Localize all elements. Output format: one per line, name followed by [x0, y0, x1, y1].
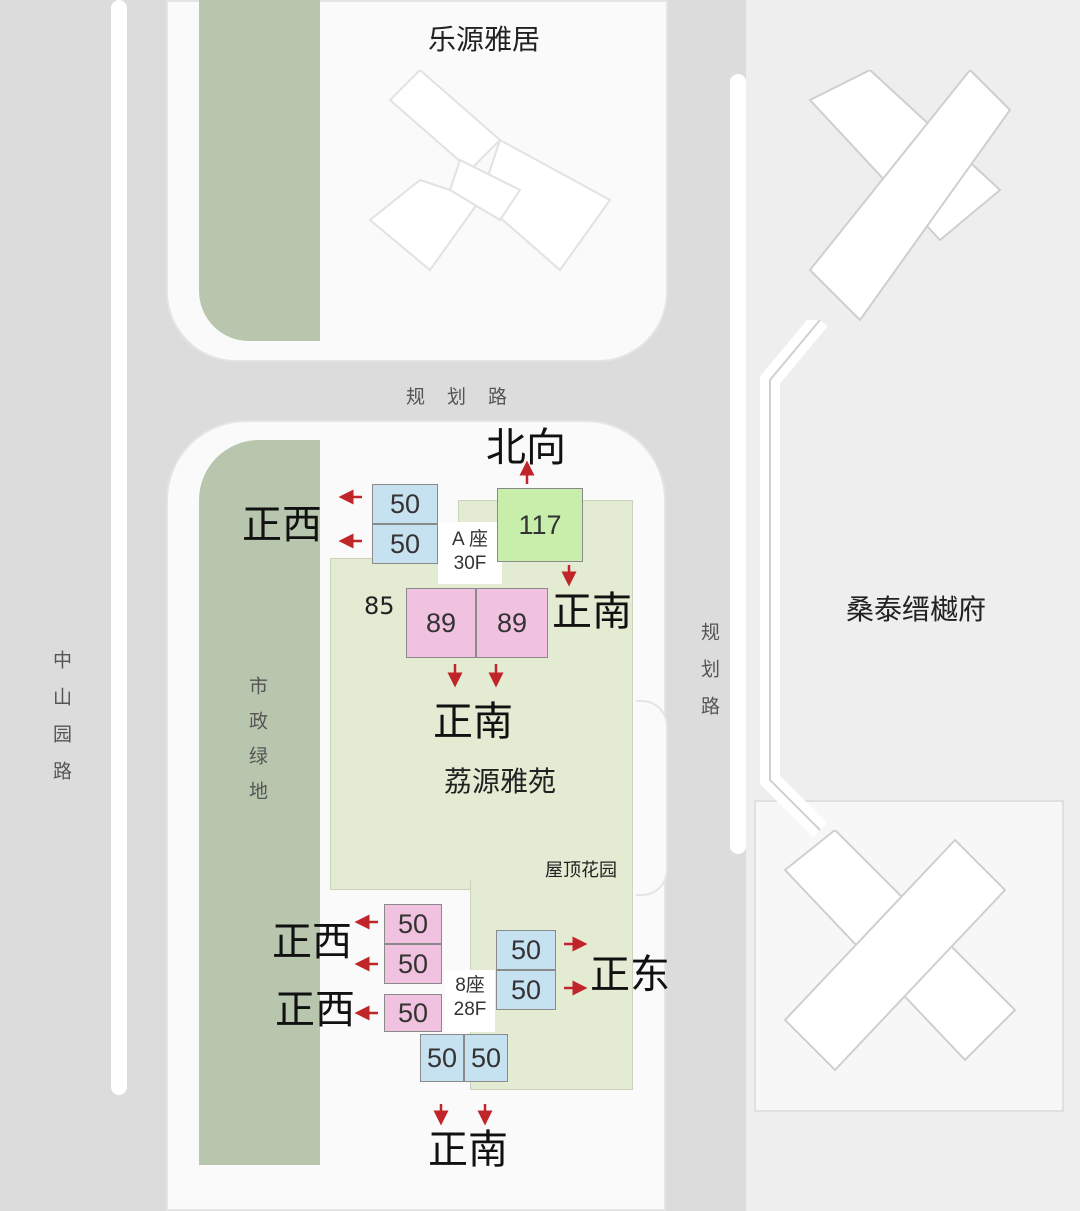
east-tower-south — [783, 830, 1017, 1072]
east-notch — [636, 700, 668, 896]
direction-south-b: 正南 — [428, 1127, 508, 1173]
road-label-east: 规划路 — [698, 622, 720, 733]
green-land-label: 市政绿地 — [246, 676, 268, 816]
direction-south-a-center: 正南 — [433, 699, 513, 745]
direction-west-a: 正西 — [242, 502, 322, 548]
north-estate-label: 乐源雅居 — [428, 23, 541, 56]
tower-a-name: A 座 — [452, 529, 488, 550]
tower-b: 8座 28F — [445, 970, 495, 1032]
unit-b-west-2: 50 — [384, 944, 442, 984]
unit-b-east-2: 50 — [496, 970, 556, 1010]
west-road-line — [111, 0, 127, 1095]
tower-a: A 座 30F — [438, 522, 502, 584]
north-green-strip — [199, 0, 320, 341]
road-label-horizontal: 规划路 — [406, 386, 530, 408]
tower-b-floors: 28F — [453, 998, 487, 1020]
tower-b-name: 8座 — [455, 975, 485, 996]
main-estate-label: 荔源雅苑 — [444, 765, 557, 798]
east-estate-label: 桑泰缙樾府 — [846, 593, 987, 626]
direction-west-b-2: 正西 — [275, 987, 355, 1033]
municipal-green-strip — [199, 440, 320, 1165]
unit-b-south-2: 50 — [464, 1034, 508, 1082]
unit-85-label: 85 — [364, 592, 395, 620]
unit-a-south-1: 89 — [406, 588, 476, 658]
east-road-line — [730, 74, 746, 854]
road-label-west: 中山园路 — [50, 650, 72, 798]
unit-a-north: 117 — [497, 488, 583, 562]
unit-b-east-1: 50 — [496, 930, 556, 970]
unit-a-west-2: 50 — [372, 524, 438, 564]
connector-walkway — [760, 320, 828, 838]
direction-east-b: 正东 — [590, 952, 670, 998]
north-tower-footprint — [368, 70, 612, 272]
unit-b-west-1: 50 — [384, 904, 442, 944]
tower-a-floors: 30F — [453, 552, 487, 574]
east-tower-north — [808, 70, 1012, 322]
unit-b-west-3: 50 — [384, 994, 442, 1032]
direction-south-a-right: 正南 — [552, 589, 632, 635]
unit-a-west-1: 50 — [372, 484, 438, 524]
roof-garden-label: 屋顶花园 — [545, 860, 617, 881]
unit-a-south-2: 89 — [476, 588, 548, 658]
unit-b-south-1: 50 — [420, 1034, 464, 1082]
direction-west-b-1: 正西 — [272, 919, 352, 965]
